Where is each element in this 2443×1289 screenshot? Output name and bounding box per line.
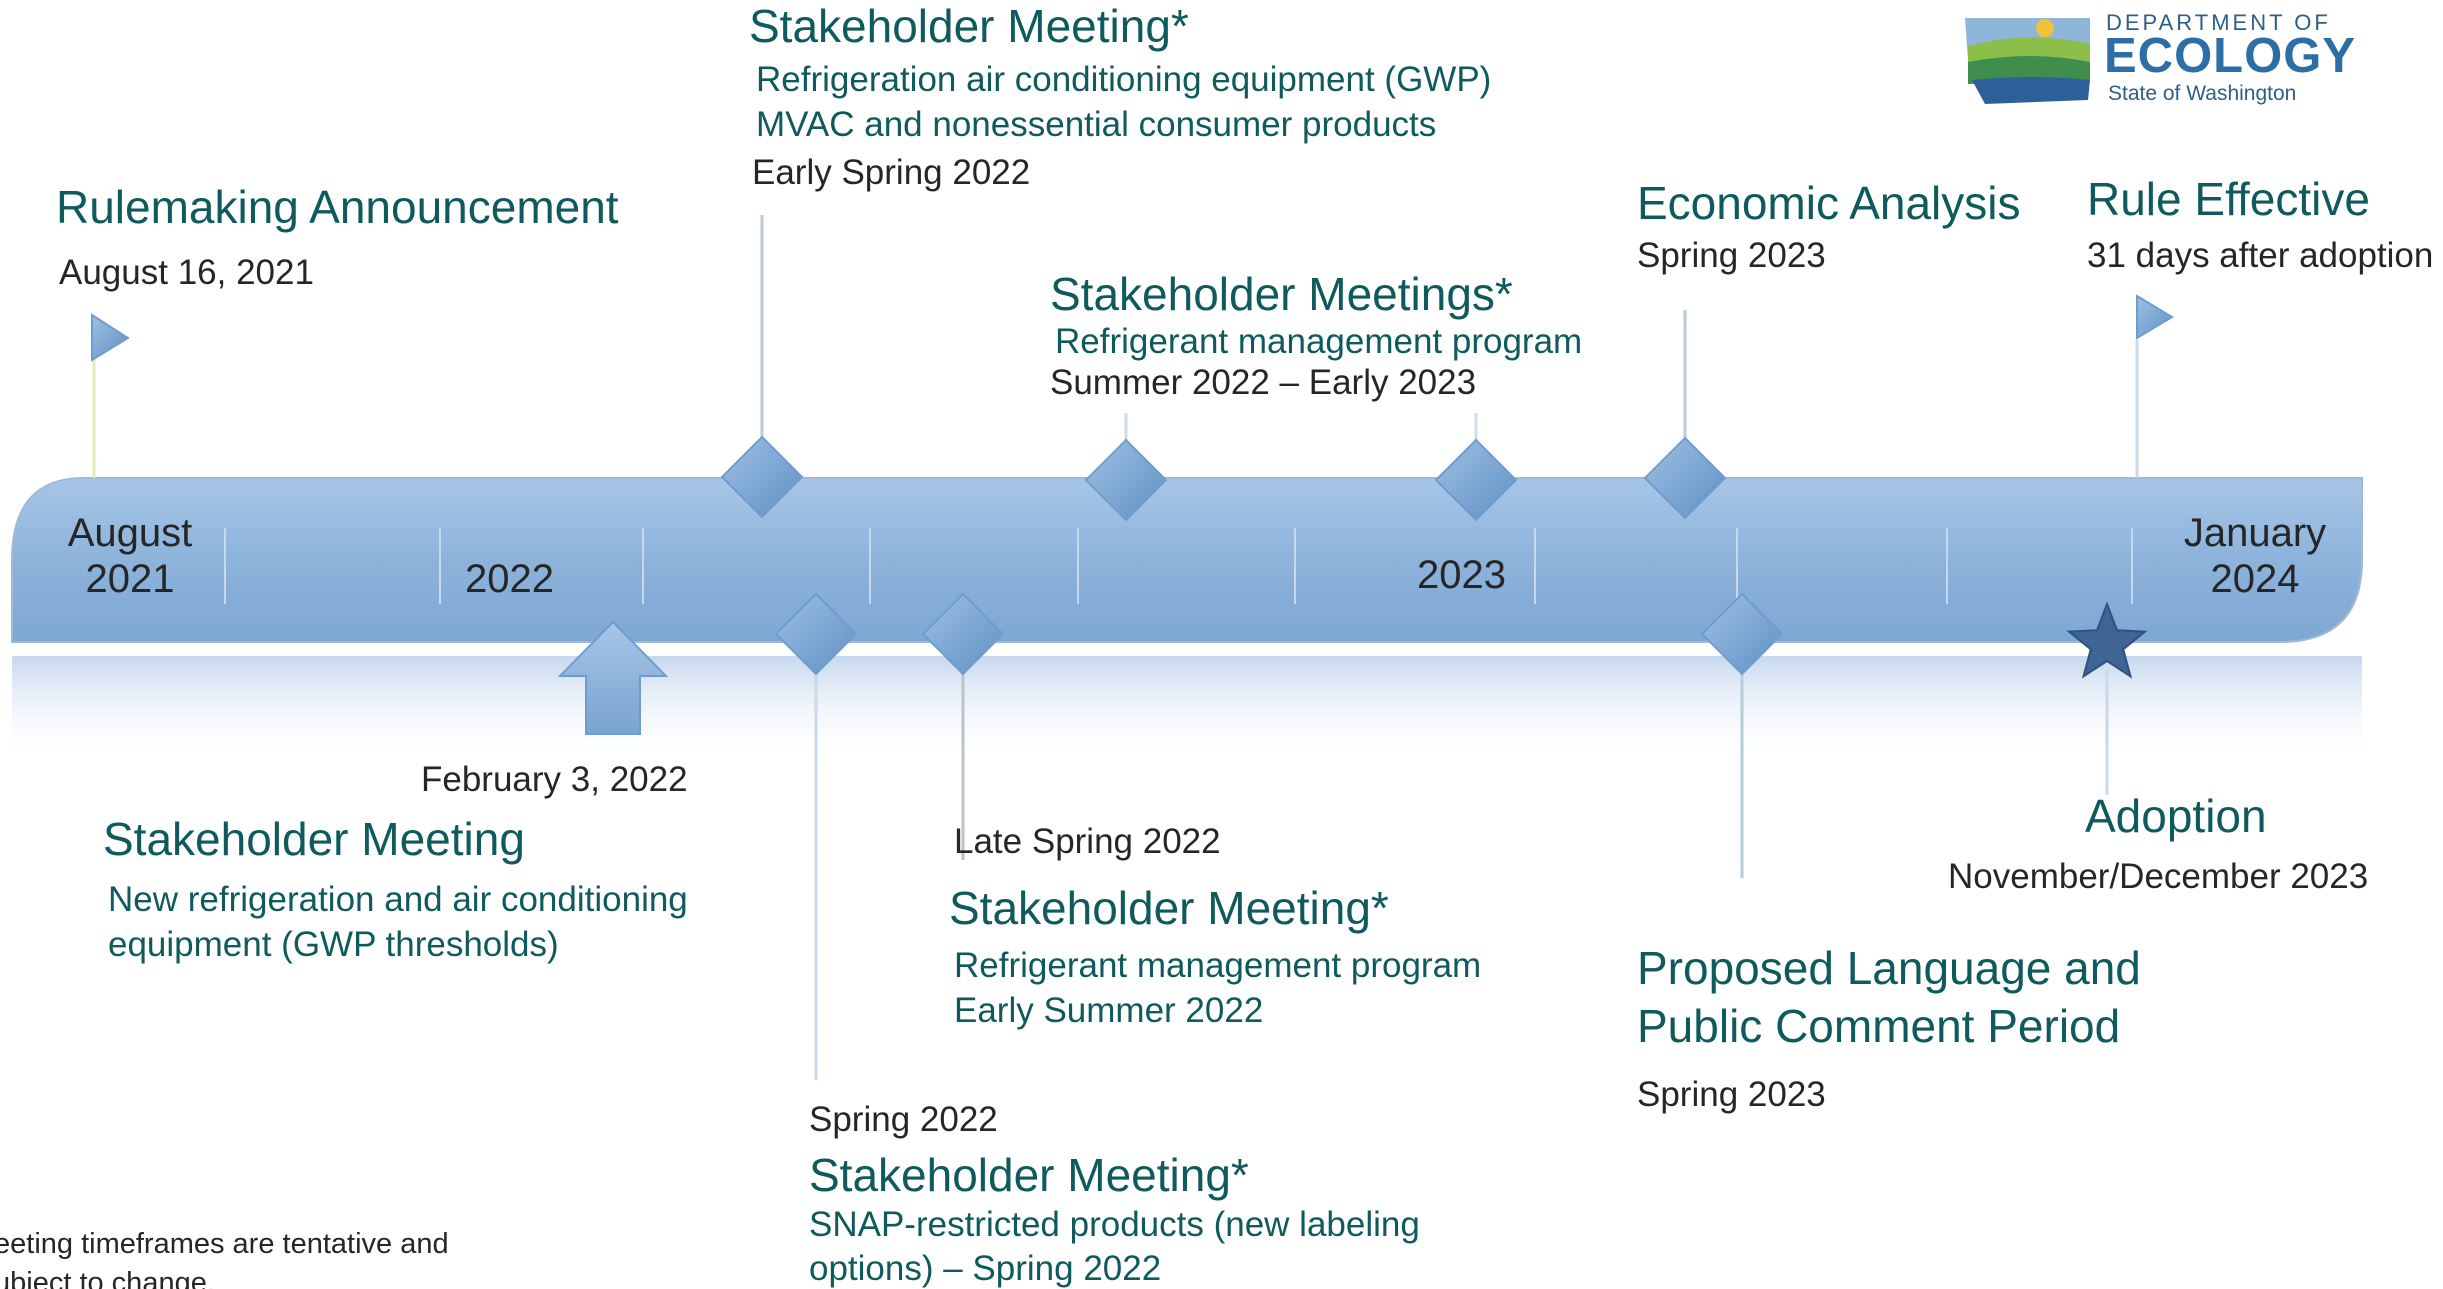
economic-analysis-date: Spring 2023 xyxy=(1637,236,1826,275)
feb-meeting-date: February 3, 2022 xyxy=(421,760,688,799)
logo-state-of-washington: State of Washington xyxy=(2108,82,2297,105)
rulemaking-title: Rulemaking Announcement xyxy=(56,181,619,233)
proposed-language-title-1: Proposed Language and xyxy=(1637,942,2141,994)
spring-meeting-date: Spring 2022 xyxy=(809,1100,998,1139)
late-spring-meeting-date: Late Spring 2022 xyxy=(954,822,1221,861)
diamond-late-spring-2022 xyxy=(921,592,1005,676)
summer-meetings-date: Summer 2022 – Early 2023 xyxy=(1050,363,1477,402)
timeline-bar xyxy=(11,477,2363,643)
summer-meetings-detail: Refrigerant management program xyxy=(1055,322,1583,361)
spring-meeting-detail-1: SNAP-restricted products (new labeling xyxy=(809,1205,1420,1244)
adoption-date: November/December 2023 xyxy=(1948,857,2369,896)
late-spring-meeting-detail-1: Refrigerant management program xyxy=(954,946,1482,985)
star-marker-adoption xyxy=(2066,601,2148,679)
feb-meeting-detail-1: New refrigeration and air conditioning xyxy=(108,880,688,919)
ecology-logo-graphic xyxy=(1965,18,2090,104)
proposed-language-date: Spring 2023 xyxy=(1637,1075,1826,1114)
footnote-line-2: ubject to change. xyxy=(0,1267,215,1289)
timeline-dividers xyxy=(224,528,2133,604)
feb-meeting-detail-2: equipment (GWP thresholds) xyxy=(108,925,559,964)
connector-lines xyxy=(92,215,2139,1080)
axis-year-2022: 2022 xyxy=(465,557,554,601)
logo-ecology: ECOLOGY xyxy=(2104,29,2357,83)
diamond-early-spring-2022 xyxy=(720,435,804,519)
early-spring-meeting-date: Early Spring 2022 xyxy=(752,153,1031,192)
late-spring-meeting-title: Stakeholder Meeting* xyxy=(949,882,1389,934)
axis-year-2023: 2023 xyxy=(1417,553,1506,597)
diamond-proposed-language xyxy=(1700,592,1784,676)
diamond-early-2023 xyxy=(1434,438,1518,522)
early-spring-meeting-detail-2: MVAC and nonessential consumer products xyxy=(756,105,1437,144)
flag-marker-rulemaking xyxy=(91,313,130,362)
rule-effective-title: Rule Effective xyxy=(2087,173,2370,225)
adoption-title: Adoption xyxy=(2085,790,2267,842)
spring-meeting-detail-2: options) – Spring 2022 xyxy=(809,1249,1162,1288)
footnote-line-1: eeting timeframes are tentative and xyxy=(0,1228,449,1260)
diamond-summer-2022 xyxy=(1084,438,1168,522)
late-spring-meeting-detail-2: Early Summer 2022 xyxy=(954,991,1264,1030)
proposed-language-title-2: Public Comment Period xyxy=(1637,1000,2121,1052)
summer-meetings-title: Stakeholder Meetings* xyxy=(1050,268,1513,320)
diamond-markers xyxy=(720,435,1784,676)
feb-meeting-title: Stakeholder Meeting xyxy=(103,813,525,865)
diamond-economic-analysis xyxy=(1643,436,1727,520)
axis-start-label: August 2021 xyxy=(67,511,193,601)
axis-end-label: January 2024 xyxy=(2183,511,2327,601)
logo-department-of: DEPARTMENT OF xyxy=(2106,10,2331,35)
rule-effective-date: 31 days after adoption xyxy=(2087,236,2434,275)
economic-analysis-title: Economic Analysis xyxy=(1637,177,2021,229)
timeline-reflection xyxy=(12,656,2362,764)
flag-marker-rule-effective xyxy=(2136,294,2174,340)
diamond-spring-2022 xyxy=(774,592,858,676)
early-spring-meeting-detail-1: Refrigeration air conditioning equipment… xyxy=(756,60,1492,99)
arrow-marker-feb-2022 xyxy=(557,620,669,735)
spring-meeting-title: Stakeholder Meeting* xyxy=(809,1149,1249,1201)
rulemaking-date: August 16, 2021 xyxy=(59,253,314,292)
early-spring-meeting-title: Stakeholder Meeting* xyxy=(749,0,1189,52)
